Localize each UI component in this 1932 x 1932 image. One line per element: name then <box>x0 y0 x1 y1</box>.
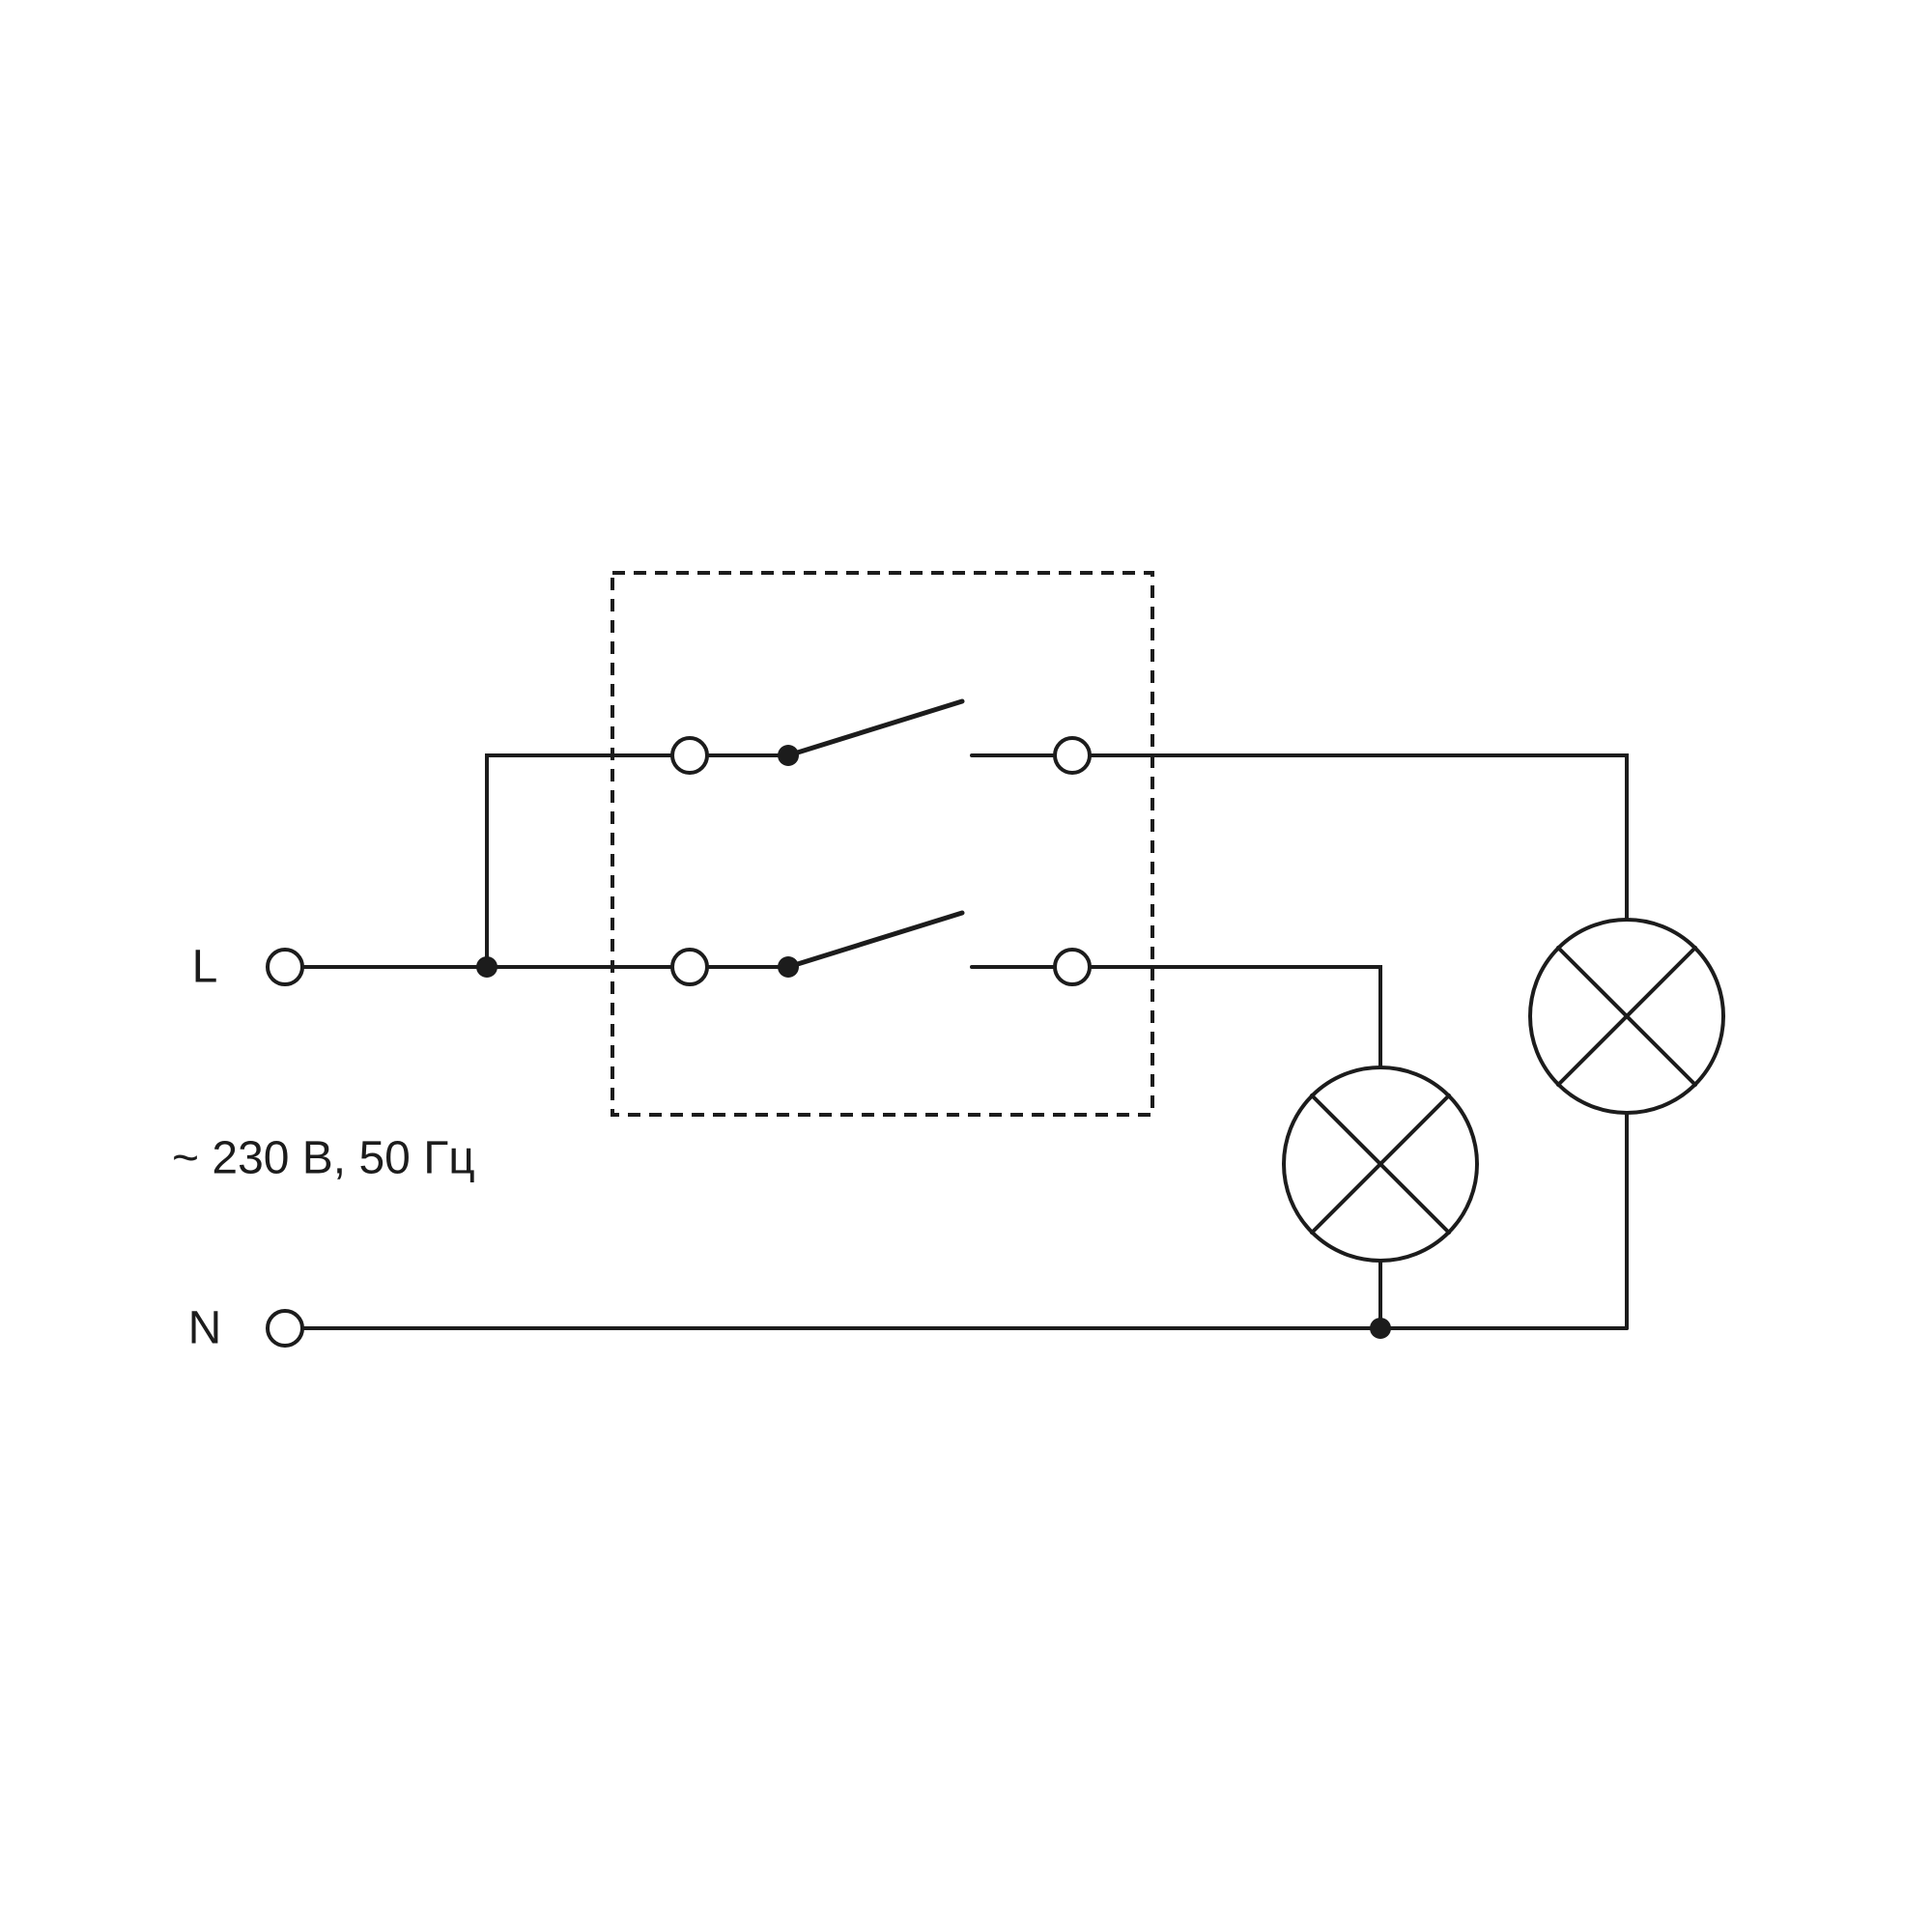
switch-2-blade <box>785 910 965 970</box>
power-rating-label: ~ 230 В, 50 Гц <box>172 1133 475 1184</box>
l-terminal <box>266 948 304 986</box>
line-terminal-label: L <box>192 942 218 993</box>
l-branch-wire-top-gang <box>485 753 674 969</box>
left-lamp-icon <box>1282 1065 1479 1263</box>
l-junction-dot <box>476 956 497 978</box>
right-lamp-cross <box>1556 946 1697 1087</box>
switch-1-blade <box>785 698 965 758</box>
switch-1-pivot-dot <box>778 745 799 766</box>
left-lamp-cross <box>1310 1094 1451 1235</box>
neutral-junction-dot <box>1370 1318 1391 1339</box>
neutral-terminal-label: N <box>188 1303 222 1354</box>
switch-1-output-terminal <box>1053 736 1092 775</box>
switch-enclosure-dashed-box <box>611 571 1154 1117</box>
wire-to-left-lamp <box>1088 965 1382 1069</box>
switch-1-input-terminal <box>670 736 709 775</box>
switch-blades <box>785 698 965 970</box>
switch-2-pivot-dot <box>778 956 799 978</box>
terminals <box>266 736 1092 1348</box>
switch-2-input-terminal <box>670 948 709 986</box>
right-lamp-icon <box>1528 918 1725 1115</box>
junction-dots <box>476 745 1391 1339</box>
switch-2-output-terminal <box>1053 948 1092 986</box>
wires <box>300 753 1629 1330</box>
n-terminal <box>266 1309 304 1348</box>
wire-to-right-lamp <box>1088 753 1629 922</box>
